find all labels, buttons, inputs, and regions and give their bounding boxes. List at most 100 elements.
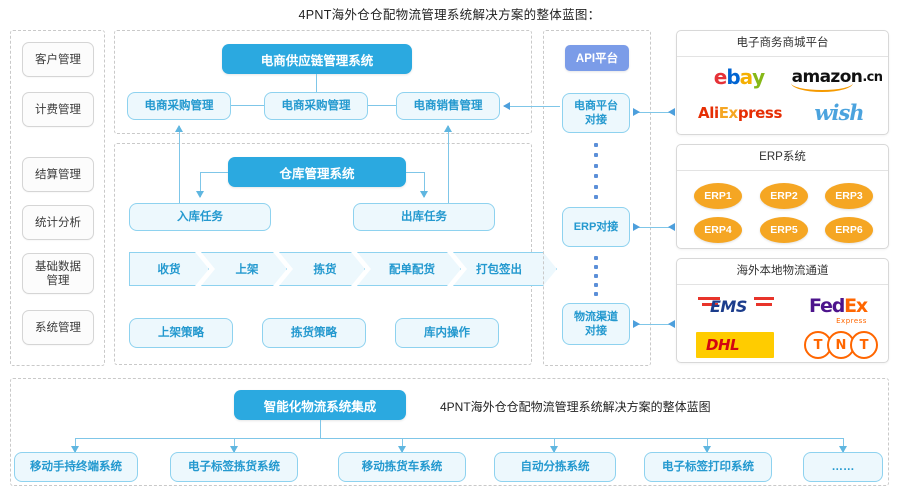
module-ecom-purchase-2[interactable]: 电商采购管理 (264, 92, 368, 120)
supply-chain-header-label: 电商供应链管理系统 (260, 53, 374, 68)
connector-label: ERP对接 (573, 221, 619, 233)
amazon-smile-icon (791, 83, 853, 92)
panel-logistics-title: 海外本地物流通道 (677, 259, 888, 285)
sidebar-item-billing[interactable]: 计费管理 (22, 92, 94, 127)
bottom-item-label: 电子标签拣货系统 (188, 461, 280, 473)
process-label: 配单配货 (389, 264, 435, 276)
strategy-putaway[interactable]: 上架策略 (129, 318, 233, 348)
bottom-item-label: 移动手持终端系统 (30, 461, 122, 473)
page-title: 4PNT海外仓仓配物流管理系统解决方案的整体蓝图： (298, 8, 601, 22)
arrow-outbound-to-sales (442, 125, 454, 203)
bottom-item-handheld[interactable]: 移动手持终端系统 (14, 452, 138, 482)
amazon-logo: amazon.cn (789, 65, 885, 92)
bottom-header-label: 智能化物流系统集成 (263, 399, 377, 414)
panel-ecommerce-title: 电子商务商城平台 (677, 31, 888, 57)
bottom-item-dps-picking[interactable]: 电子标签拣货系统 (170, 452, 298, 482)
arrow-inbound-to-purchase (173, 125, 185, 203)
bottom-item-label-printing[interactable]: 电子标签打印系统 (644, 452, 772, 482)
task-outbound[interactable]: 出库任务 (353, 203, 495, 231)
panel-erp: ERP系统 ERP1 ERP2 ERP3 ERP4 ERP5 ERP6 (676, 144, 889, 249)
link-module2-module3 (368, 105, 396, 107)
task-label: 入库任务 (177, 211, 223, 223)
bottom-branch-1 (69, 438, 81, 453)
process-step-putaway[interactable]: 上架 (201, 252, 287, 286)
panel-erp-title: ERP系统 (677, 145, 888, 171)
sidebar-item-label: 基础数据管理 (35, 260, 81, 287)
supply-chain-header: 电商供应链管理系统 (222, 44, 412, 74)
bottom-header: 智能化物流系统集成 (234, 390, 406, 420)
api-platform-header: API平台 (565, 45, 629, 71)
fedex-logo: FedEx Express (809, 295, 868, 325)
connector-ecommerce-platform[interactable]: 电商平台对接 (562, 93, 630, 133)
arrow-erpconnector-to-erppanel (633, 221, 675, 233)
bottom-item-picking-cart[interactable]: 移动拣货车系统 (338, 452, 466, 482)
bottom-bus (75, 438, 843, 440)
bottom-branch-5 (701, 438, 713, 453)
sidebar-item-system[interactable]: 系统管理 (22, 310, 94, 345)
dhl-logo: DHL (695, 331, 775, 359)
process-step-allocation[interactable]: 配单配货 (357, 252, 461, 286)
arrow-ecomconnector-to-ecompanel (633, 106, 675, 118)
bottom-item-label: 移动拣货车系统 (361, 461, 443, 473)
bottom-item-label: 电子标签打印系统 (662, 461, 754, 473)
sidebar-item-customer[interactable]: 客户管理 (22, 42, 94, 77)
dots-erp-to-logistics (594, 256, 598, 296)
module-ecom-purchase-1[interactable]: 电商采购管理 (127, 92, 231, 120)
wish-logo: wish (814, 99, 864, 125)
erp-item-4[interactable]: ERP4 (694, 217, 742, 243)
module-ecom-sales[interactable]: 电商销售管理 (396, 92, 500, 120)
erp-item-1[interactable]: ERP1 (694, 183, 742, 209)
process-label: 拣货 (313, 264, 337, 276)
bottom-trunk (320, 420, 322, 438)
arrow-logconnector-to-logpanel (633, 318, 675, 330)
warehouse-header-label: 仓库管理系统 (279, 166, 355, 181)
tnt-logo: T N T (801, 331, 881, 359)
task-inbound[interactable]: 入库任务 (129, 203, 271, 231)
bottom-branch-3 (396, 438, 408, 453)
bottom-section-container (10, 378, 889, 486)
sidebar-item-label: 统计分析 (35, 216, 81, 229)
process-label: 上架 (235, 264, 259, 276)
erp-item-6[interactable]: ERP6 (825, 217, 873, 243)
sidebar-item-settlement[interactable]: 结算管理 (22, 157, 94, 192)
erp-item-2[interactable]: ERP2 (760, 183, 808, 209)
module-label: 电商销售管理 (413, 100, 483, 112)
bottom-branch-6 (837, 438, 849, 453)
bottom-branch-2 (228, 438, 240, 453)
link-module1-module2 (231, 105, 264, 107)
connector-logistics-channel[interactable]: 物流渠道对接 (562, 303, 630, 345)
arrow-wh-to-outbound (418, 172, 430, 198)
bottom-branch-4 (548, 438, 560, 453)
module-label: 电商采购管理 (144, 100, 214, 112)
bottom-item-label: …… (831, 461, 855, 473)
fedex-express-sublabel: Express (836, 317, 867, 325)
sidebar-item-label: 系统管理 (35, 321, 81, 334)
warehouse-header: 仓库管理系统 (228, 157, 406, 187)
connector-label: 物流渠道对接 (574, 311, 618, 337)
strategy-picking[interactable]: 拣货策略 (262, 318, 366, 348)
link-wh-left (200, 172, 228, 174)
process-label: 收货 (157, 264, 181, 276)
bottom-item-more[interactable]: …… (803, 452, 883, 482)
sidebar-container (10, 30, 105, 366)
connector-erp[interactable]: ERP对接 (562, 207, 630, 247)
panel-logistics: 海外本地物流通道 EMS FedEx Express DHL (676, 258, 889, 363)
bottom-item-auto-sorting[interactable]: 自动分拣系统 (494, 452, 616, 482)
supply-chain-container (114, 30, 532, 134)
strategy-inwarehouse[interactable]: 库内操作 (395, 318, 499, 348)
arrow-wh-to-inbound (194, 172, 206, 198)
bottom-item-label: 自动分拣系统 (520, 461, 590, 473)
sidebar-item-basic-data[interactable]: 基础数据管理 (22, 253, 94, 294)
erp-item-3[interactable]: ERP3 (825, 183, 873, 209)
dots-ecom-to-erp (594, 143, 598, 199)
api-platform-label: API平台 (575, 53, 619, 65)
sidebar-item-statistics[interactable]: 统计分析 (22, 205, 94, 240)
process-step-picking[interactable]: 拣货 (279, 252, 365, 286)
erp-item-5[interactable]: ERP5 (760, 217, 808, 243)
process-step-receiving[interactable]: 收货 (129, 252, 209, 286)
process-step-packing-labelwrap: 打包签出 (453, 252, 545, 286)
task-label: 出库任务 (401, 211, 447, 223)
strategy-label: 库内操作 (424, 327, 470, 339)
